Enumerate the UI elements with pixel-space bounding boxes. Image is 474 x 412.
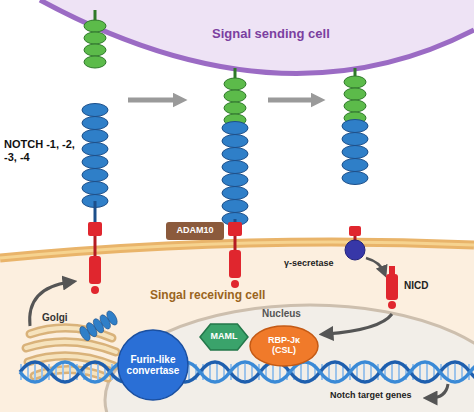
maml-coactivator: MAML	[200, 324, 248, 350]
protein-ellipse	[250, 326, 318, 366]
receptor-label: NOTCH -1, -2, -3, -4	[4, 138, 76, 163]
node-text: RBP-Jκ (CSL)	[259, 336, 309, 356]
nuclear-envelope	[105, 305, 474, 412]
negative-regulatory-region	[228, 222, 242, 236]
furin-convertase: Furin-like convertase	[118, 330, 188, 400]
enzyme-box	[166, 222, 224, 240]
node-text: Signal sending cell	[212, 26, 330, 41]
receptor-neck	[94, 201, 97, 222]
sending-cell-outline	[0, 0, 474, 110]
cell-membrane	[0, 242, 474, 258]
part-label: NICD	[404, 280, 428, 292]
adam10-enzyme: ADAM10	[166, 222, 224, 240]
part-label: γ-secretase	[284, 258, 334, 268]
cleaved-ectodomain	[342, 120, 368, 185]
part-label: Golgi	[42, 312, 68, 324]
cell-membrane	[40, 0, 474, 73]
enzyme-circle	[118, 330, 188, 400]
notch-receptor	[82, 104, 108, 208]
receptor-neck	[234, 219, 237, 222]
rbp-jk-factor: RBP-Jκ (CSL)	[250, 326, 318, 366]
node-text: ADAM10	[176, 226, 213, 236]
node-text: Furin-like convertase	[123, 354, 183, 376]
node-text: Nucleus	[262, 308, 301, 319]
cell-cytoplasm	[40, 0, 474, 73]
part-label: Notch target genes	[330, 390, 412, 400]
process-arrow	[128, 98, 180, 103]
cell-membrane-core	[0, 242, 474, 258]
membrane-stub	[349, 226, 361, 236]
ligand	[224, 78, 246, 126]
notch-receptor	[222, 122, 248, 226]
negative-regulatory-region	[88, 222, 102, 236]
process-arrow	[268, 98, 318, 103]
node-text: Singal receiving cell	[150, 288, 265, 302]
protein-hexagon	[200, 324, 248, 350]
ligand	[344, 76, 366, 124]
sending-cell: Signal sending cell	[0, 0, 474, 110]
node-text: MAML	[211, 332, 238, 342]
receiving-cell: Singal receiving cellFurin-like converta…	[0, 240, 474, 412]
